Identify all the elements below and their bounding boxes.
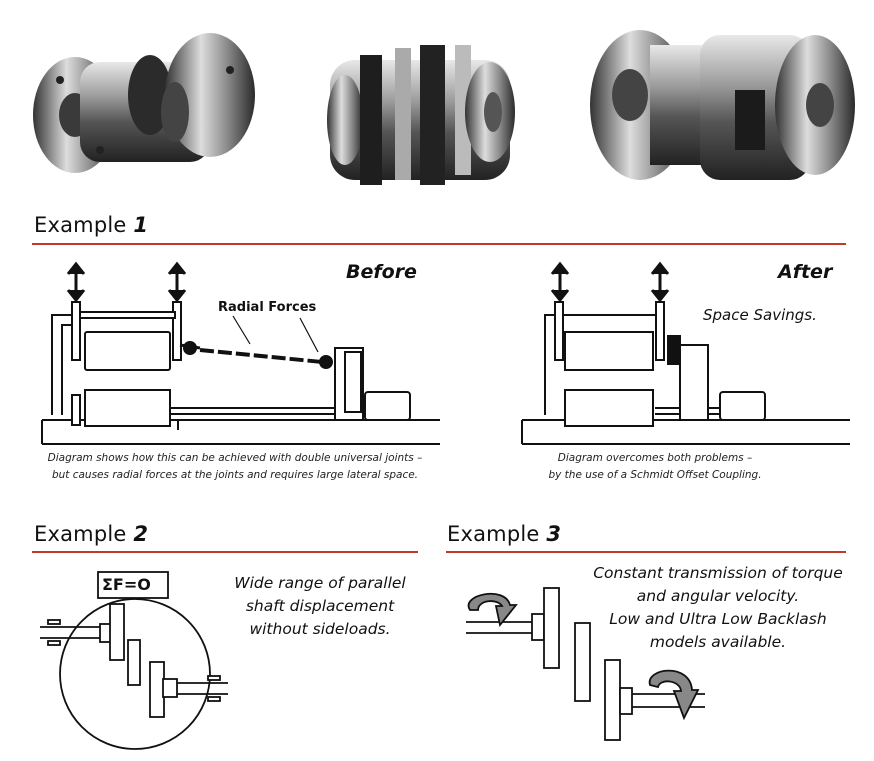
example-2-heading: Example 2 [34,522,149,546]
rotation-arrow-icon [649,669,700,721]
example-3-text: Constant transmission of torque and angu… [590,562,846,654]
example-1-heading: Example 1 [34,213,149,237]
section-divider [446,551,846,553]
coupling-photo-2 [327,45,515,185]
rotation-arrow-icon [467,592,518,628]
before-caption: Diagram shows how this can be achieved w… [30,450,440,484]
caption-line: but causes radial forces at the joints a… [51,469,419,481]
double-arrow-icon [650,261,670,303]
text-line: Constant transmission of torque [593,564,843,582]
text-line: without sideloads. [249,620,391,638]
example-2-text: Wide range of parallel shaft displacemen… [220,572,420,641]
before-title: Before [346,261,417,283]
double-arrow-icon [550,261,570,303]
parallel-displacement-diagram [40,571,228,750]
caption-line: Diagram overcomes both problems – [557,452,753,464]
double-arrow-icon [66,261,86,303]
space-savings-label: Space Savings. [703,306,817,324]
caption-line: Diagram shows how this can be achieved w… [47,452,423,464]
after-title: After [778,261,833,283]
after-caption: Diagram overcomes both problems – by the… [510,450,800,484]
text-line: shaft displacement [245,597,395,615]
after-diagram [521,261,850,445]
sum-of-forces-formula: ΣF=O [102,575,151,594]
text-line: and angular velocity. [636,587,800,605]
before-diagram [41,261,440,445]
text-line: Low and Ultra Low Backlash [609,610,827,628]
torque-transmission-diagram [466,587,705,741]
text-line: models available. [649,633,787,651]
text-line: Wide range of parallel [234,574,406,592]
caption-line: by the use of a Schmidt Offset Coupling. [548,469,762,481]
section-divider [32,551,418,553]
section-divider [32,243,846,245]
coupling-photo-1 [33,33,255,173]
double-arrow-icon [167,261,187,303]
radial-forces-label: Radial Forces [218,300,317,315]
coupling-photo-3 [590,30,855,180]
example-3-heading: Example 3 [447,522,562,546]
